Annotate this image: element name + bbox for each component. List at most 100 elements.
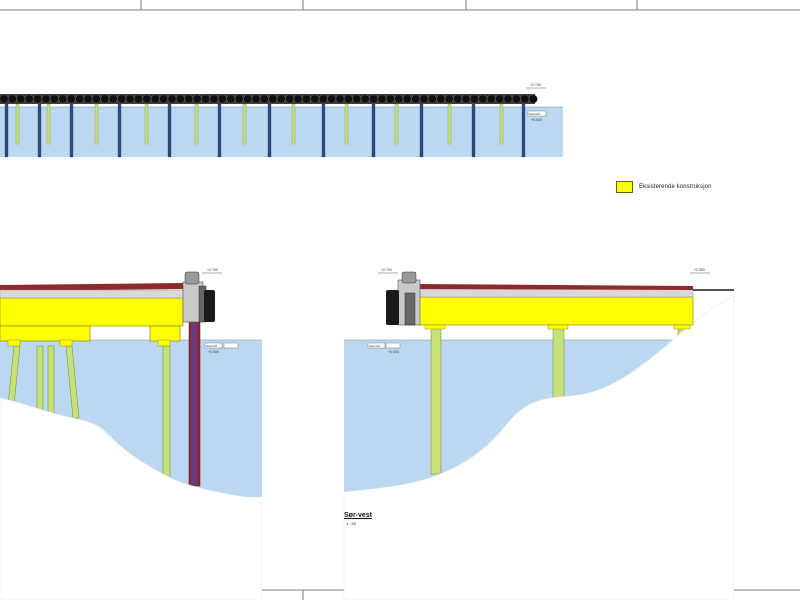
svg-text:+0.000: +0.000 bbox=[531, 118, 542, 122]
tyre-fender bbox=[75, 94, 85, 104]
long-elevation-pile bbox=[499, 103, 504, 145]
tyre-fender bbox=[528, 94, 538, 104]
tyre-fender bbox=[352, 94, 362, 104]
tyre-fender bbox=[217, 94, 227, 104]
tyre-fender bbox=[133, 94, 143, 104]
tyre-fender bbox=[343, 94, 353, 104]
tyre-fender bbox=[419, 94, 429, 104]
svg-text:+0.000: +0.000 bbox=[388, 350, 399, 354]
tyre-fender bbox=[7, 94, 17, 104]
tyre-fender bbox=[327, 94, 336, 104]
tyre-fender bbox=[234, 94, 244, 104]
long-elevation-pile bbox=[4, 103, 9, 158]
long-elevation-pile bbox=[371, 103, 376, 158]
long-elevation-pile bbox=[521, 103, 526, 158]
tyre-fender bbox=[33, 94, 42, 104]
right-section-level-tags: +2.700 +2.550 Havnivå +0.000 bbox=[367, 268, 710, 354]
long-elevation-pile bbox=[194, 103, 199, 145]
left-section-piles bbox=[7, 321, 201, 487]
svg-text:Havnivå: Havnivå bbox=[206, 344, 217, 348]
left-section-existing-beam bbox=[0, 297, 184, 327]
tyre-fender bbox=[301, 94, 311, 104]
tyre-fender bbox=[209, 94, 219, 104]
tyre-fender bbox=[167, 94, 177, 104]
tyre-fender bbox=[469, 94, 479, 104]
tyre-fender bbox=[436, 94, 446, 104]
tyre-fender bbox=[226, 94, 236, 104]
long-elevation-pile bbox=[167, 103, 172, 158]
legend-label: Eksisterende konstruksjon bbox=[639, 184, 712, 190]
long-elevation-pile bbox=[267, 103, 272, 158]
left-section-fender bbox=[204, 290, 215, 322]
long-elevation-pile bbox=[69, 103, 74, 158]
svg-text:+2.700: +2.700 bbox=[381, 268, 392, 272]
tyre-fender bbox=[66, 94, 76, 104]
tyre-fender bbox=[16, 94, 26, 104]
long-elevation-pile bbox=[419, 103, 424, 158]
tyre-fender bbox=[150, 94, 160, 104]
tyre-fender bbox=[385, 94, 395, 104]
long-elevation-piles bbox=[4, 103, 526, 158]
long-elevation-pile bbox=[15, 103, 20, 145]
long-elevation-pile bbox=[144, 103, 149, 145]
svg-text:Havnivå: Havnivå bbox=[369, 344, 380, 348]
long-elevation-pile bbox=[344, 103, 349, 145]
long-elevation: +2.700 Havnivå +0.000 bbox=[0, 83, 563, 158]
legend-swatch-existing bbox=[616, 181, 633, 193]
tyre-fender bbox=[377, 94, 387, 104]
long-elevation-pile bbox=[37, 103, 42, 158]
tyre-fender bbox=[92, 94, 101, 104]
tyre-fender bbox=[251, 94, 261, 104]
tyre-fender bbox=[108, 94, 118, 104]
tyre-fender bbox=[100, 94, 110, 104]
tyre-fender bbox=[369, 94, 378, 104]
right-section-fender bbox=[386, 290, 399, 325]
view-title: Sør-vest bbox=[344, 512, 373, 519]
tyre-fender bbox=[276, 94, 286, 104]
tyre-fender bbox=[0, 94, 9, 104]
tyre-fender bbox=[453, 94, 462, 104]
tyre-fender bbox=[495, 94, 504, 104]
tyre-fender bbox=[461, 94, 471, 104]
long-elevation-water bbox=[0, 107, 563, 157]
tyre-fender bbox=[402, 94, 412, 104]
long-elevation-pile bbox=[471, 103, 476, 158]
tyre-fender bbox=[243, 94, 253, 104]
long-elevation-level-tag: +2.700 Havnivå +0.000 bbox=[526, 83, 547, 122]
long-elevation-pile bbox=[117, 103, 122, 158]
long-elevation-pile bbox=[94, 103, 99, 145]
tyre-fender bbox=[175, 94, 185, 104]
svg-text:Havnivå: Havnivå bbox=[529, 112, 540, 116]
svg-text:+2.700: +2.700 bbox=[207, 268, 218, 272]
left-section-seabed bbox=[0, 397, 263, 600]
tyre-fender bbox=[427, 94, 437, 104]
legend: Eksisterende konstruksjon bbox=[616, 181, 712, 193]
left-section: +2.700 Havnivå +0.000 bbox=[0, 268, 263, 600]
tyre-fender bbox=[50, 94, 59, 104]
tyre-fender bbox=[360, 94, 370, 104]
long-elevation-pile bbox=[291, 103, 296, 145]
left-section-bollard bbox=[184, 271, 200, 285]
svg-text:+2.700: +2.700 bbox=[530, 83, 541, 87]
tyre-fender bbox=[285, 94, 294, 104]
tyre-fender bbox=[478, 94, 488, 104]
right-section: +2.700 +2.550 Havnivå +0.000 bbox=[343, 268, 735, 600]
tyre-fender bbox=[503, 94, 513, 104]
svg-text:+2.550: +2.550 bbox=[694, 268, 705, 272]
tyre-fender bbox=[444, 94, 454, 104]
tyre-fender bbox=[259, 94, 269, 104]
tyre-fender bbox=[486, 94, 496, 104]
tyre-fender bbox=[117, 94, 127, 104]
tyre-fender bbox=[41, 94, 51, 104]
tyre-fender bbox=[335, 94, 345, 104]
tyre-fender bbox=[318, 94, 328, 104]
right-section-bollard bbox=[401, 271, 417, 284]
tyre-fender bbox=[24, 94, 34, 104]
tyre-fender bbox=[520, 94, 530, 104]
long-elevation-pile bbox=[447, 103, 452, 145]
long-elevation-tyre-fenders bbox=[0, 94, 538, 104]
tyre-fender bbox=[142, 94, 152, 104]
tyre-fender bbox=[394, 94, 404, 104]
right-section-existing-beam bbox=[417, 296, 694, 326]
